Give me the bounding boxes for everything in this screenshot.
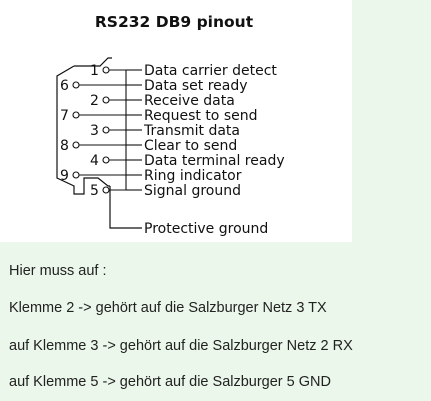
pin-label: Data terminal ready	[144, 153, 285, 169]
pin-label: Clear to send	[144, 138, 237, 154]
note-klemme-5: auf Klemme 5 -> gehört auf die Salzburge…	[9, 374, 331, 390]
pin-contact	[102, 126, 110, 134]
connector-shell	[56, 65, 110, 195]
db9-pinout-svg: RS232 DB9 pinout Protective ground 1 Dat…	[56, 13, 285, 237]
pin-contact	[102, 96, 110, 104]
pin-contact	[72, 171, 80, 179]
pin-number: 8	[60, 138, 69, 154]
pin-1: 1 Data carrier detect	[90, 63, 277, 79]
protective-ground-line	[109, 186, 142, 229]
pin-6: 6 Data set ready	[60, 78, 248, 94]
diagram-title: RS232 DB9 pinout	[95, 13, 254, 31]
pin-number: 5	[90, 183, 99, 199]
pin-contact	[102, 66, 110, 74]
pin-9: 9 Ring indicator	[60, 168, 242, 184]
pin-contact	[72, 141, 80, 149]
pin-label: Data carrier detect	[144, 63, 277, 79]
pin-8: 8 Clear to send	[60, 138, 237, 154]
pin-number: 7	[60, 108, 69, 124]
pin-5: 5 Signal ground	[90, 183, 241, 199]
pin-contact	[72, 111, 80, 119]
pin-3: 3 Transmit data	[90, 123, 240, 139]
pin-4: 4 Data terminal ready	[90, 153, 285, 169]
protective-ground-label: Protective ground	[144, 221, 268, 237]
pin-contact	[72, 81, 80, 89]
pin-contact	[102, 186, 110, 194]
pin-7: 7 Request to send	[60, 108, 258, 124]
pin-contact	[102, 156, 110, 164]
pin-number: 9	[60, 168, 69, 184]
note-klemme-3: auf Klemme 3 -> gehört auf die Salzburge…	[9, 338, 353, 354]
pin-number: 6	[60, 78, 69, 94]
pin-number: 4	[90, 153, 99, 169]
connector-shell-top	[74, 57, 112, 67]
pin-label: Transmit data	[143, 123, 240, 139]
pin-label: Request to send	[144, 108, 258, 124]
note-intro: Hier muss auf :	[9, 263, 107, 279]
pin-label: Signal ground	[144, 183, 241, 199]
pin-number: 1	[90, 63, 99, 79]
pin-label: Receive data	[144, 93, 235, 109]
pin-label: Ring indicator	[144, 168, 242, 184]
note-klemme-2: Klemme 2 -> gehört auf die Salzburger Ne…	[9, 300, 327, 316]
pin-number: 3	[90, 123, 99, 139]
pin-2: 2 Receive data	[90, 93, 235, 109]
pin-number: 2	[90, 93, 99, 109]
pin-label: Data set ready	[144, 78, 248, 94]
db9-pinout-diagram: RS232 DB9 pinout Protective ground 1 Dat…	[0, 0, 352, 242]
